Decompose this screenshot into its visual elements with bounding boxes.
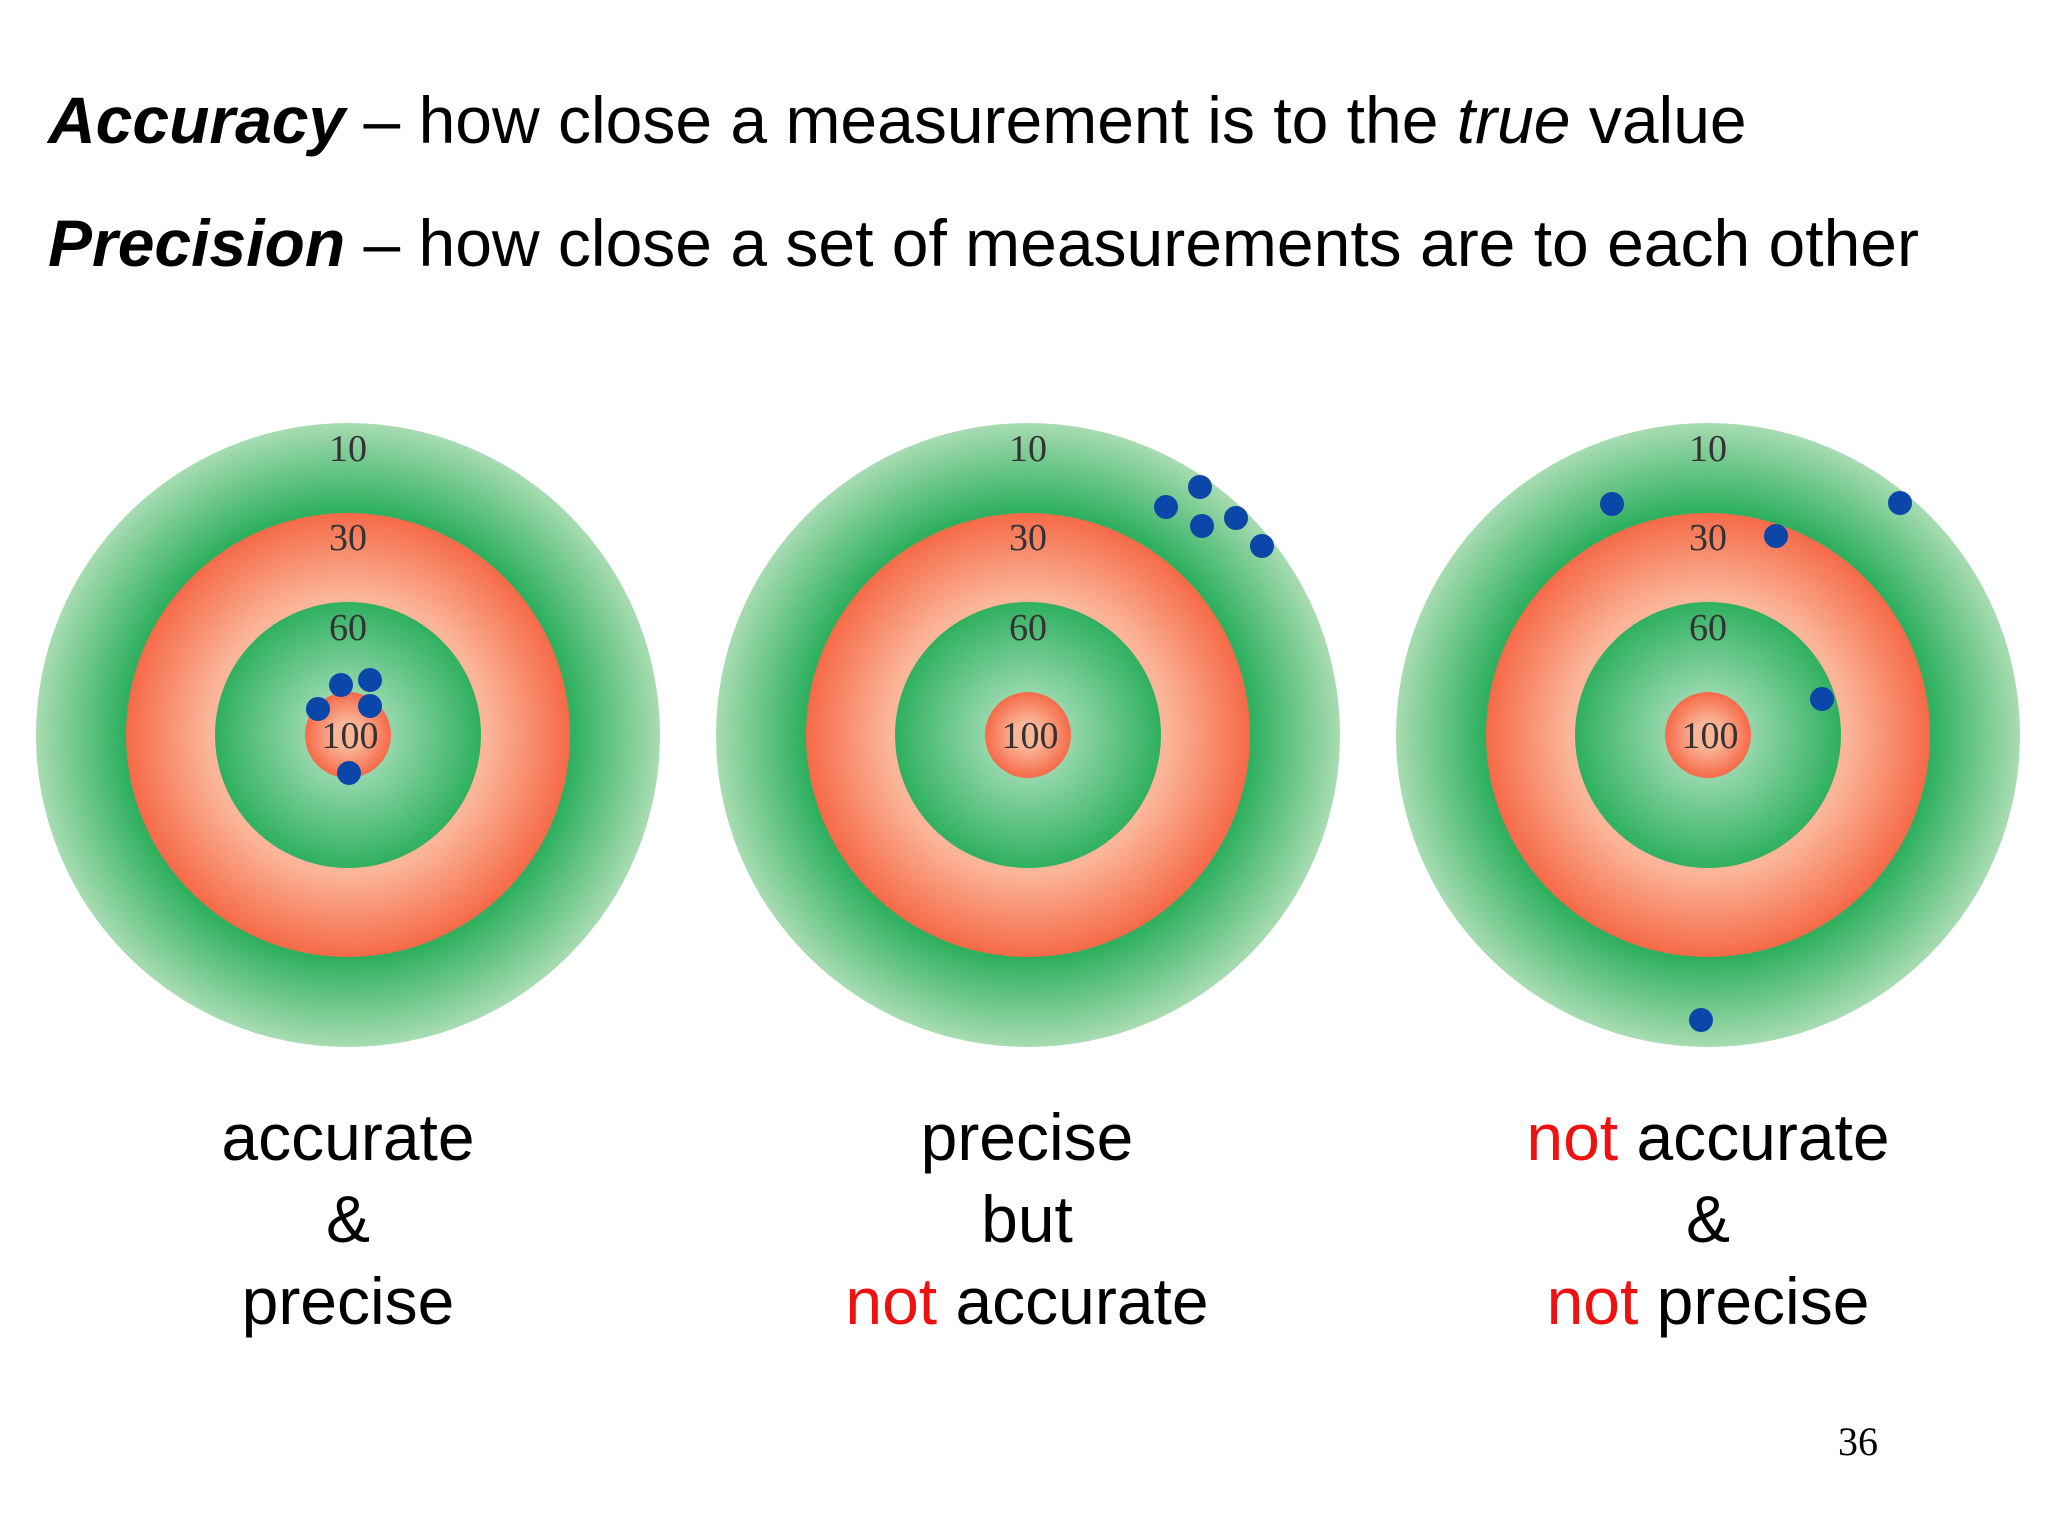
caption-1-line-2: & [325,1182,371,1256]
target-1-label-10: 10 [329,428,367,470]
target-accurate-precise: 10 30 60 100 [36,423,660,1047]
target-2-hit [1154,495,1178,519]
target-3-label-30: 30 [1689,517,1727,559]
target-2-label-60: 60 [1009,607,1047,649]
target-3-hit [1600,492,1624,516]
caption-1-line-1: accurate [221,1100,475,1174]
target-1-label-60: 60 [329,607,367,649]
target-3-hit [1689,1008,1713,1032]
caption-not-accurate-not-precise: not accurate & not precise [1408,1096,2008,1342]
caption-2-line-2: but [981,1182,1073,1256]
target-3-ring-100 [1665,692,1751,778]
accuracy-term: Accuracy [48,83,346,157]
target-2-label-30: 30 [1009,517,1047,559]
target-1-label-30: 30 [329,517,367,559]
target-2-hit [1224,506,1248,530]
caption-3-line-1: not accurate [1408,1096,2008,1178]
caption-3-line-1-rest: accurate [1618,1100,1890,1174]
target-2-label-100: 100 [1002,715,1059,757]
target-2-hit [1250,534,1274,558]
target-1-hit [358,668,382,692]
target-not-accurate-not-precise: 10 30 60 100 [1396,423,2020,1047]
caption-precise-not-accurate: precise but not accurate [727,1096,1327,1342]
precision-definition: Precision – how close a set of measureme… [48,203,1919,283]
caption-1-line-3: precise [241,1264,455,1338]
precision-term: Precision [48,206,346,280]
accuracy-emphasis: true [1456,83,1571,157]
accuracy-definition: Accuracy – how close a measurement is to… [48,80,1747,160]
precision-definition-text: – how close a set of measurements are to… [345,206,1919,280]
target-2-label-10: 10 [1009,428,1047,470]
target-3-hit [1888,491,1912,515]
target-2-ring-100 [985,692,1071,778]
caption-3-negation-2: not [1546,1264,1639,1338]
target-3-label-100: 100 [1682,715,1739,757]
accuracy-definition-text: – how close a measurement is to the [345,83,1457,157]
caption-3-negation-1: not [1526,1100,1619,1174]
target-precise-not-accurate: 10 30 60 100 [716,423,1340,1047]
target-1-hit [358,694,382,718]
caption-2-line-3-rest: accurate [937,1264,1209,1338]
caption-2-line-3: not accurate [727,1260,1327,1342]
target-1-hit [337,761,361,785]
caption-2-negation: not [845,1264,938,1338]
caption-accurate-precise: accurate & precise [48,1096,648,1342]
target-2-hit [1188,475,1212,499]
caption-3-line-3-rest: precise [1638,1264,1870,1338]
target-1-hit [306,697,330,721]
caption-3-line-3: not precise [1408,1260,2008,1342]
target-3-label-60: 60 [1689,607,1727,649]
page-number: 36 [1838,1419,1878,1464]
target-2-hit [1190,514,1214,538]
accuracy-definition-tail: value [1570,83,1747,157]
target-1-hit [329,673,353,697]
target-1-label-100: 100 [322,715,379,757]
caption-3-line-2: & [1685,1182,1731,1256]
target-3-hit [1810,687,1834,711]
caption-2-line-1: precise [920,1100,1134,1174]
target-3-label-10: 10 [1689,428,1727,470]
target-3-hit [1764,524,1788,548]
